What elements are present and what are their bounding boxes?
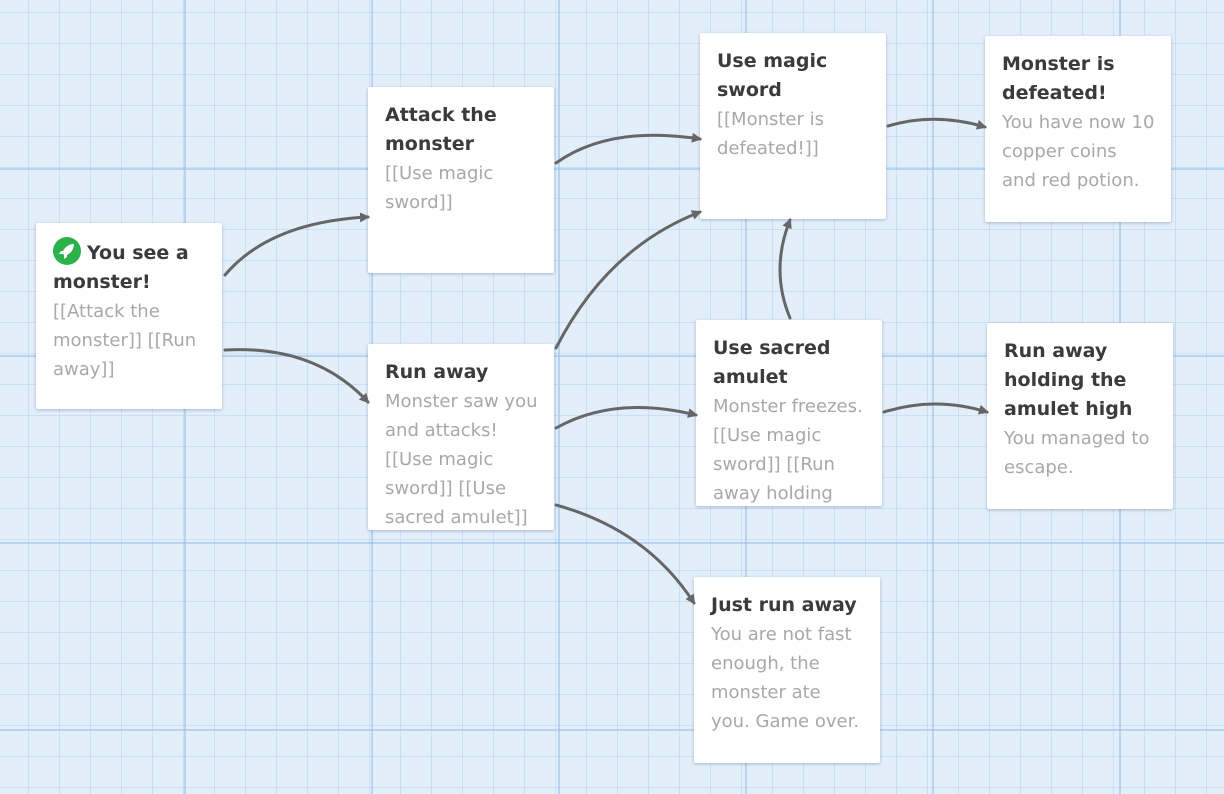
link-arrow xyxy=(223,212,370,277)
link-arrow xyxy=(554,503,696,605)
passage-card[interactable]: Attack the monster [[Use magic sword]] xyxy=(368,87,554,273)
passage-title-text: You see a monster! xyxy=(53,242,189,293)
passage-card[interactable]: Use sacred amulet Monster freezes. [[Use… xyxy=(696,320,882,506)
passage-title: Monster is defeated! xyxy=(1002,53,1115,104)
passage-title: You see a monster! xyxy=(53,237,206,297)
passage-title: Use magic sword xyxy=(717,50,828,101)
passage-card[interactable]: Use magic sword [[Monster is defeated!]] xyxy=(700,33,886,219)
passage-title: Run away xyxy=(385,361,489,383)
passage-excerpt: [[Use magic sword]] xyxy=(385,163,494,213)
passage-title: Run away holding the amulet high xyxy=(1004,340,1133,420)
link-arrow xyxy=(886,117,987,130)
passage-excerpt: You managed to escape. xyxy=(1004,428,1150,478)
passage-title: Attack the monster xyxy=(385,104,497,155)
link-arrow xyxy=(554,405,698,430)
passage-excerpt: Monster saw you and attacks! [[Use magic… xyxy=(385,391,538,528)
link-arrow xyxy=(223,348,370,404)
passage-card[interactable]: Run away holding the amulet high You man… xyxy=(987,323,1173,509)
passage-card[interactable]: Run away Monster saw you and attacks! [[… xyxy=(368,344,554,530)
passage-excerpt: You have now 10 copper coins and red pot… xyxy=(1002,112,1155,191)
passage-card[interactable]: Monster is defeated! You have now 10 cop… xyxy=(985,36,1171,222)
link-arrow xyxy=(554,210,702,350)
passage-title: Use sacred amulet xyxy=(713,337,831,388)
rocket-icon xyxy=(53,237,81,265)
link-arrow xyxy=(778,218,792,320)
passage-card[interactable]: Just run away You are not fast enough, t… xyxy=(694,577,880,763)
passage-excerpt: [[Attack the monster]] [[Run away]] xyxy=(53,301,197,380)
link-arrow xyxy=(554,132,702,165)
passage-excerpt: [[Monster is defeated!]] xyxy=(717,109,825,159)
passage-excerpt: You are not fast enough, the monster ate… xyxy=(711,624,860,732)
passage-title: Just run away xyxy=(711,594,857,616)
passage-excerpt: Monster freezes. [[Use magic sword]] [[R… xyxy=(713,396,863,504)
passage-card[interactable]: You see a monster! [[Attack the monster]… xyxy=(36,223,222,409)
link-arrow xyxy=(882,402,989,415)
